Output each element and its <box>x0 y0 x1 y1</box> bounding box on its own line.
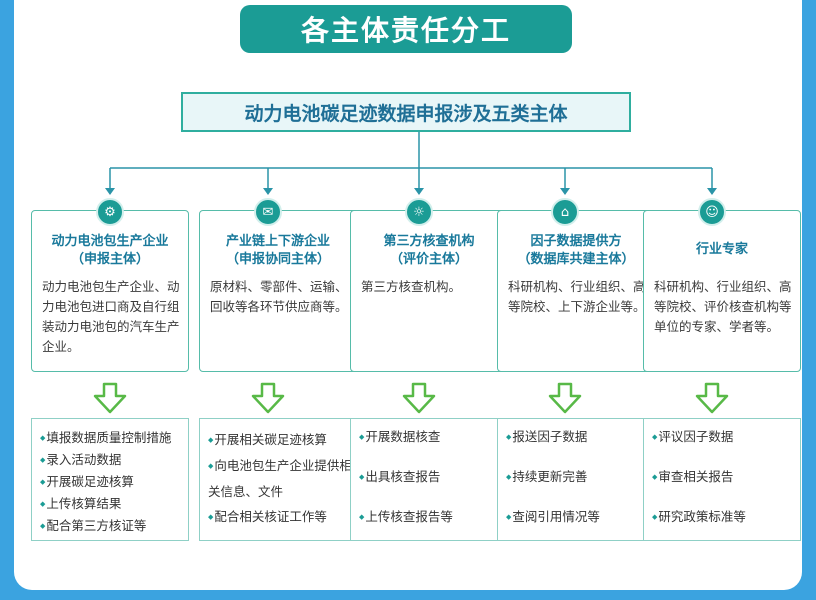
list-item: 开展数据核查 <box>359 417 503 457</box>
down-arrow-icon <box>548 382 582 414</box>
card-industry-expert: 行业专家 科研机构、行业组织、高等院校、评价核查机构等单位的专家、学者等。 <box>643 210 801 372</box>
task-list-factor-data-provider: 报送因子数据 持续更新完善 查阅引用情况等 <box>497 418 655 541</box>
list-item: 评议因子数据 <box>652 417 796 457</box>
down-arrow-icon <box>93 382 127 414</box>
person-icon: ☺ <box>698 198 726 226</box>
list-item: 配合相关核证工作等 <box>208 504 352 530</box>
list-item: 报送因子数据 <box>506 417 650 457</box>
task-list-third-party-verifier: 开展数据核查 出具核查报告 上传核查报告等 <box>350 418 508 541</box>
list-item: 开展碳足迹核算 <box>40 471 184 493</box>
list-item: 持续更新完善 <box>506 457 650 497</box>
card-description: 科研机构、行业组织、高等院校、评价核查机构等单位的专家、学者等。 <box>654 279 792 334</box>
card-supply-chain: 产业链上下游企业 （申报协同主体） 原材料、零部件、运输、回收等各环节供应商等。 <box>199 210 357 372</box>
database-icon: ⌂ <box>551 198 579 226</box>
list-item: 上传核查报告等 <box>359 497 503 537</box>
card-factor-data-provider: 因子数据提供方 （数据库共建主体） 科研机构、行业组织、高等院校、上下游企业等。 <box>497 210 655 372</box>
card-title: 产业链上下游企业 （申报协同主体） <box>225 234 330 267</box>
list-item: 查阅引用情况等 <box>506 497 650 537</box>
list-item: 录入活动数据 <box>40 449 184 471</box>
task-list-supply-chain: 开展相关碳足迹核算 向电池包生产企业提供相关信息、文件 配合相关核证工作等 <box>199 418 357 541</box>
page-title: 各主体责任分工 <box>240 5 572 53</box>
list-item: 上传核算结果 <box>40 493 184 515</box>
card-description: 动力电池包生产企业、动力电池包进口商及自行组装动力电池包的汽车生产企业。 <box>42 279 180 354</box>
factory-icon: ⚙ <box>96 198 124 226</box>
list-item: 开展相关碳足迹核算 <box>208 427 352 453</box>
card-third-party-verifier: 第三方核查机构 （评价主体） 第三方核查机构。 <box>350 210 508 372</box>
task-list-battery-pack-producer: 填报数据质量控制措施 录入活动数据 开展碳足迹核算 上传核算结果 配合第三方核证… <box>31 418 189 541</box>
list-item: 审查相关报告 <box>652 457 796 497</box>
gear-icon: ☼ <box>405 198 433 226</box>
down-arrow-icon <box>251 382 285 414</box>
list-item: 配合第三方核证等 <box>40 515 184 537</box>
card-title: 行业专家 <box>695 242 748 257</box>
card-title: 第三方核查机构 （评价主体） <box>383 234 475 267</box>
task-list-industry-expert: 评议因子数据 审查相关报告 研究政策标准等 <box>643 418 801 541</box>
card-title: 因子数据提供方 （数据库共建主体） <box>517 234 635 267</box>
card-battery-pack-producer: 动力电池包生产企业 （申报主体） 动力电池包生产企业、动力电池包进口商及自行组装… <box>31 210 189 372</box>
card-description: 原材料、零部件、运输、回收等各环节供应商等。 <box>210 279 348 314</box>
down-arrow-icon <box>695 382 729 414</box>
list-item: 出具核查报告 <box>359 457 503 497</box>
main-subject-box: 动力电池碳足迹数据申报涉及五类主体 <box>181 92 631 132</box>
card-description: 科研机构、行业组织、高等院校、上下游企业等。 <box>508 279 646 314</box>
card-title: 动力电池包生产企业 （申报主体） <box>51 234 169 267</box>
list-item: 填报数据质量控制措施 <box>40 427 184 449</box>
down-arrow-icon <box>402 382 436 414</box>
list-item: 研究政策标准等 <box>652 497 796 537</box>
card-description: 第三方核查机构。 <box>361 279 462 294</box>
list-item: 向电池包生产企业提供相关信息、文件 <box>208 453 352 504</box>
chat-icon: ✉ <box>254 198 282 226</box>
